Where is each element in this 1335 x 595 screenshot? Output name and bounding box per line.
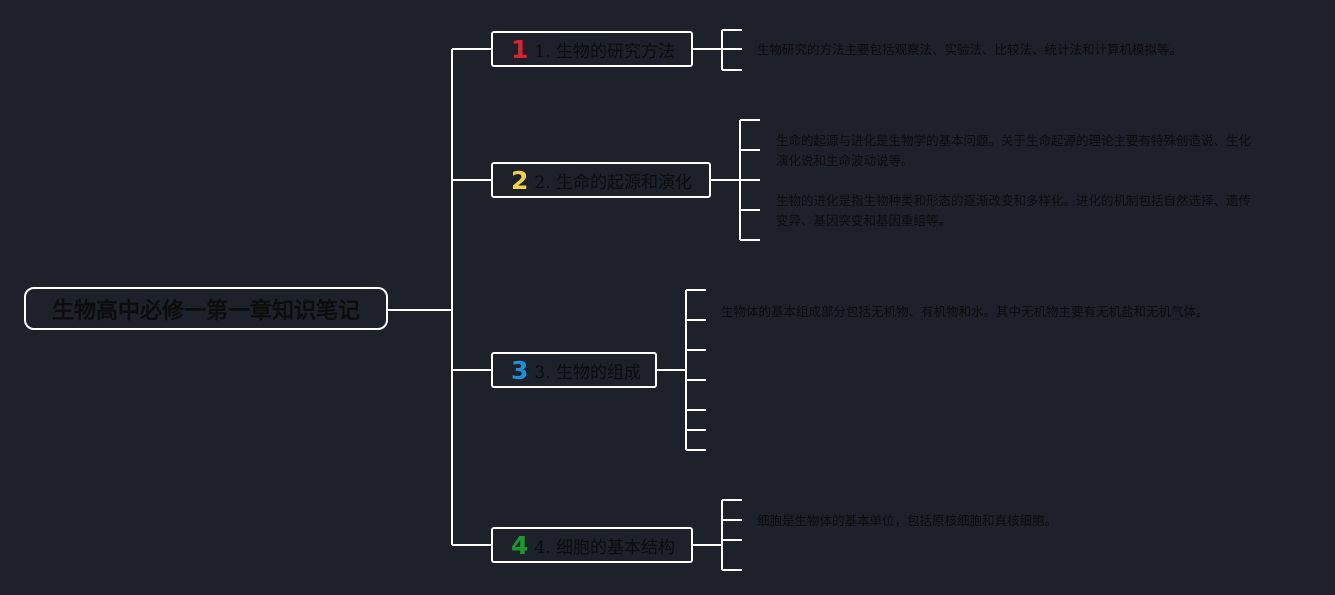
branch-4-label: 4. 细胞的基本结构 <box>534 537 676 558</box>
branch-2-note-2: 生物的进化是指生物种类和形态的逐渐改变和多样化。进化的机制包括自然选择、遗传变异… <box>776 193 1252 228</box>
number-4-icon: 4 <box>511 530 529 560</box>
branch-1-note-1: 生物研究的方法主要包括观察法、实验法、比较法、统计法和计算机模拟等。 <box>757 42 1183 57</box>
branch-4-topic[interactable]: 4 4. 细胞的基本结构 <box>491 527 693 563</box>
branch-2-topic[interactable]: 2 2. 生命的起源和演化 <box>491 162 711 198</box>
number-2-icon: 2 <box>511 165 529 195</box>
branch-1-label: 1. 生物的研究方法 <box>534 41 676 62</box>
branch-1-topic[interactable]: 1 1. 生物的研究方法 <box>491 31 693 67</box>
number-3-icon: 3 <box>511 355 529 385</box>
branch-1-bracket <box>692 29 742 71</box>
branch-2-bracket <box>710 119 760 241</box>
branch-2-label: 2. 生命的起源和演化 <box>534 172 693 193</box>
branch-3-label: 3. 生物的组成 <box>534 362 642 383</box>
number-1-icon: 1 <box>511 34 529 64</box>
branch-3-note-1: 生物体的基本组成部分包括无机物、有机物和水。其中无机物主要有无机盐和无机气体。 <box>721 304 1209 319</box>
branch-4-note-1: 细胞是生物体的基本单位，包括原核细胞和真核细胞。 <box>757 513 1058 528</box>
branch-3-bracket <box>656 289 706 451</box>
branch-4-bracket <box>692 499 742 571</box>
branch-3-topic[interactable]: 3 3. 生物的组成 <box>491 352 657 388</box>
root-topic[interactable]: 生物高中必修一第一章知识笔记 <box>24 287 388 330</box>
branch-2-note-1: 生命的起源与进化是生物学的基本问题。关于生命起源的理论主要有特殊创造说、生化演化… <box>776 133 1252 168</box>
